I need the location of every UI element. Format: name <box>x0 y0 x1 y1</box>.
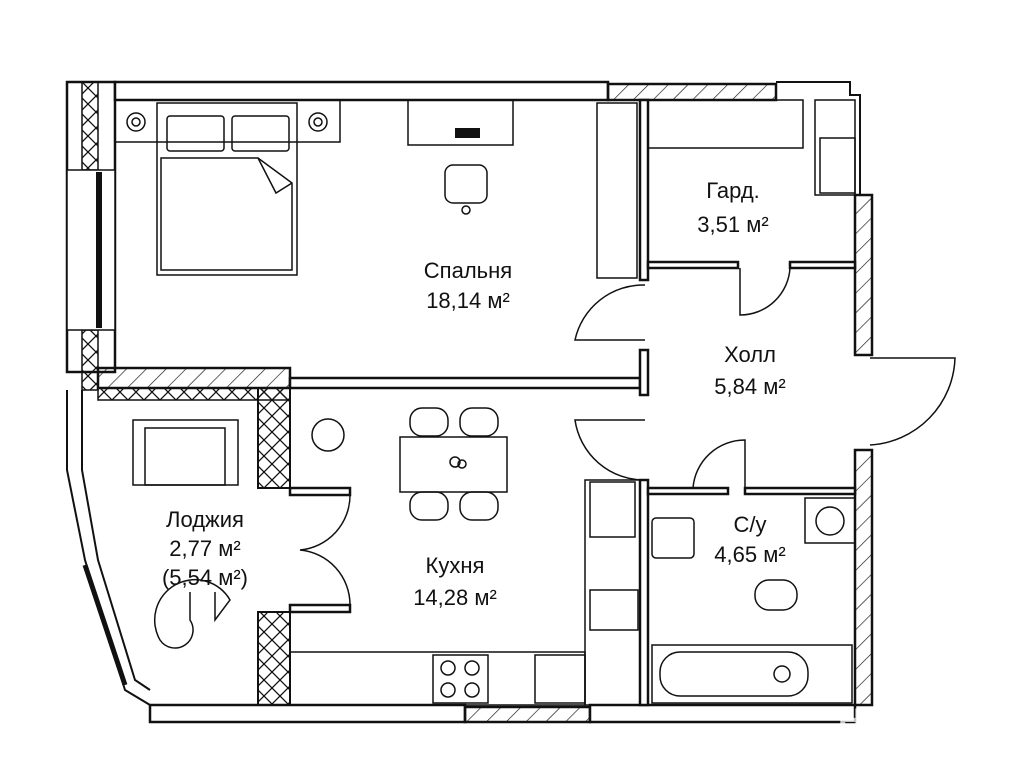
hall-area: 5,84 м² <box>714 374 785 399</box>
outer-walls <box>65 80 874 724</box>
kitchen-name: Кухня <box>426 553 485 578</box>
washing-machine <box>804 497 856 544</box>
stove <box>432 654 489 704</box>
dining-table <box>399 436 508 493</box>
window <box>96 172 102 328</box>
bathroom-door <box>692 439 746 489</box>
loggia-area-full: (5,54 м²) <box>162 565 248 590</box>
toilet <box>754 579 798 611</box>
kitchen-furniture <box>289 407 641 706</box>
loggia-name: Лоджия <box>166 507 244 532</box>
kitchen-area: 14,28 м² <box>413 585 497 610</box>
sink <box>589 589 639 631</box>
chair <box>444 164 488 204</box>
bedroom-door <box>574 284 646 341</box>
bed <box>156 102 298 276</box>
hall-name: Холл <box>724 342 776 367</box>
bathtub <box>659 651 809 697</box>
bathroom-area: 4,65 м² <box>714 542 785 567</box>
bedroom-area: 18,14 м² <box>426 288 510 313</box>
wardrobe-rack <box>596 102 638 279</box>
watermark: Новострой-М <box>838 702 1024 740</box>
bathroom-furniture <box>651 497 856 704</box>
wardrobe-door <box>739 267 791 316</box>
armchair <box>132 419 239 486</box>
desk <box>407 99 514 146</box>
loggia-door-swing <box>299 494 351 606</box>
boiler <box>589 481 636 538</box>
bedroom-furniture <box>114 99 804 279</box>
room-labels: Спальня 18,14 м² Гард. 3,51 м² Холл 5,84… <box>162 178 786 610</box>
bathroom-name: С/у <box>734 512 767 537</box>
loggia-furniture <box>132 419 239 649</box>
plant <box>311 418 345 452</box>
washbasin <box>651 517 695 559</box>
kitchen-door <box>574 419 646 481</box>
wardrobe-area: 3,51 м² <box>697 212 768 237</box>
inner-walls <box>96 98 956 707</box>
loggia-area: 2,77 м² <box>169 536 240 561</box>
entrance-door <box>869 357 956 446</box>
wardrobe-name: Гард. <box>706 178 760 203</box>
bedroom-name: Спальня <box>424 258 512 283</box>
